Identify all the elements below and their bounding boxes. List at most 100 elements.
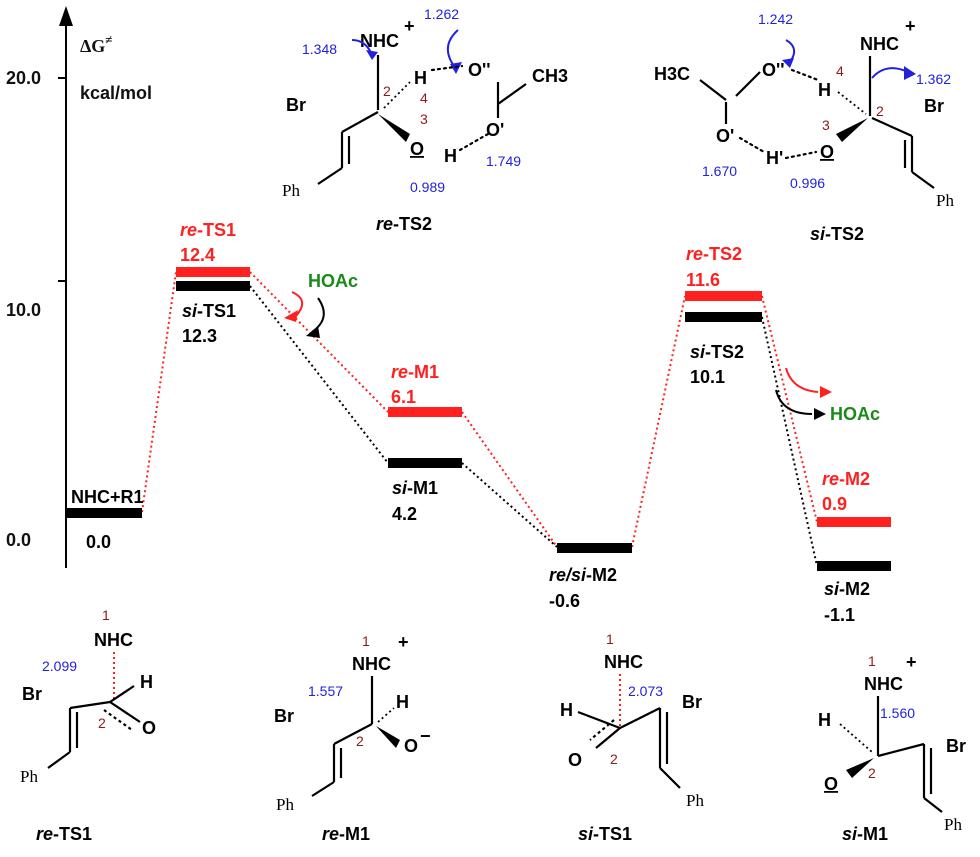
atom-br: Br (274, 706, 294, 726)
label-re-m2-name: re-M2 (822, 469, 870, 489)
level-si-m2 (817, 561, 891, 571)
dist-si-ts2-4: 0.996 (790, 175, 825, 191)
dist-si-ts1: 2.073 (628, 683, 663, 699)
dist-si-ts2-2: 1.362 (916, 71, 951, 87)
atom-o: O (404, 736, 418, 756)
hoac-label-left: HOAc (308, 271, 358, 291)
connector-r1-re-ts1 (141, 271, 177, 513)
level-re-ts2 (685, 291, 762, 301)
index-3: 3 (822, 117, 830, 133)
index-1: 1 (606, 631, 614, 647)
atom-o-p: O' (716, 126, 734, 146)
atom-ph: Ph (944, 815, 962, 834)
label-r1-name: NHC+R1 (71, 487, 144, 507)
label-re-ts2-name: re-TS2 (686, 244, 742, 264)
atom-plus: + (398, 632, 409, 652)
atom-h: H (818, 80, 831, 100)
red-curved-arrow-icon (785, 367, 819, 393)
red-curved-arrow-icon (291, 291, 303, 317)
connector-si-ts2-si-m2 (761, 316, 818, 567)
tick-label-0: 0.0 (6, 530, 31, 550)
atom-o3: O (410, 139, 424, 159)
atom-h: H (414, 68, 427, 88)
atom-ph: Ph (276, 795, 294, 814)
hashed-bond (839, 723, 873, 753)
label-si-ts2-name: si-TS2 (690, 342, 744, 362)
atom-br: Br (682, 692, 702, 712)
level-re-m1 (388, 407, 462, 417)
atom-h: H (140, 672, 153, 692)
label-si-ts1-value: 12.3 (182, 326, 217, 346)
atom-ch3: CH3 (532, 66, 568, 86)
label-re-m1-value: 6.1 (391, 387, 416, 407)
label-si-m2-name: si-M2 (824, 579, 870, 599)
atom-nhc: NHC (360, 31, 399, 51)
atom-ph: Ph (936, 191, 954, 210)
structure-si-ts2: NHC + 1.242 1.362 H3C O'' O' H 4 2 3 O H… (654, 11, 954, 244)
caption-si-ts1: si-TS1 (578, 824, 632, 844)
dist-re-m1: 1.557 (308, 683, 343, 699)
hashed-bond (377, 707, 395, 723)
label-re-ts1-value: 12.4 (180, 245, 215, 265)
atom-h3c: H3C (654, 64, 690, 84)
partial-bond (589, 719, 615, 741)
atom-ph: Ph (20, 767, 38, 786)
atom-o: O (824, 774, 838, 794)
blue-arrowhead-icon (450, 62, 462, 74)
atom-nhc: NHC (864, 674, 903, 694)
atom-nhc: NHC (604, 652, 643, 672)
structure-si-m1: 1 NHC + 1.560 H O 2 Br Ph si-M1 (818, 652, 966, 844)
hoac-annotation-right: HOAc (775, 367, 880, 424)
level-re-ts1 (176, 267, 250, 277)
atom-nhc: NHC (860, 34, 899, 54)
caption-re-ts2: re-TS2 (376, 214, 432, 234)
wedge-bond (836, 118, 868, 142)
wedge-bond (846, 758, 874, 778)
connector-si-ts1-si-m1 (249, 285, 389, 464)
caption-re-m1: re-M1 (322, 824, 370, 844)
black-curved-arrow-icon (775, 389, 813, 415)
blue-curved-arrow-icon (447, 29, 459, 67)
atom-nhc: NHC (352, 654, 391, 674)
atom-o3: O (820, 142, 834, 162)
atom-h: H (818, 710, 831, 730)
dist-si-ts2-3: 1.670 (702, 163, 737, 179)
index-1: 1 (362, 633, 370, 649)
dist-re-ts2-4: 0.989 (410, 179, 445, 195)
label-re-ts2-value: 11.6 (686, 270, 720, 290)
level-re-m2 (817, 517, 891, 527)
atom-plus: + (404, 16, 415, 36)
tick-label-10: 10.0 (6, 300, 41, 320)
level-si-ts2 (685, 312, 762, 322)
hashed-bond (383, 81, 411, 109)
y-axis: 20.0 10.0 0.0 ΔG≠ kcal/mol (6, 6, 152, 568)
connector-re-m1-m2 (461, 411, 558, 548)
hoac-label-right: HOAc (830, 404, 880, 424)
tick-label-20: 20.0 (6, 68, 41, 88)
atom-br: Br (22, 684, 42, 704)
structure-si-ts1: 1 NHC 2.073 H O 2 Br Ph si-TS1 (560, 631, 704, 844)
label-si-m1-value: 4.2 (392, 504, 417, 524)
energy-levels (66, 267, 891, 571)
label-re-m2-value: 0.9 (822, 494, 847, 514)
level-si-m1 (388, 458, 462, 468)
label-si-ts1-name: si-TS1 (182, 301, 236, 321)
atom-o-p: O' (486, 120, 504, 140)
index-1: 1 (102, 607, 110, 623)
blue-arrowhead-icon (904, 66, 916, 80)
atom-h-bridge: H (444, 146, 457, 166)
atom-o-pp: O'' (468, 60, 491, 80)
structure-re-ts1: 1 NHC 2.099 Br H 2 O Ph re-TS1 (20, 607, 156, 844)
connector-m2-re-ts2 (631, 295, 686, 548)
level-labels: NHC+R1 0.0 re-TS1 12.4 si-TS1 12.3 re-M1… (71, 220, 870, 625)
axis-title-delta-g: ΔG≠ (80, 32, 112, 56)
label-si-ts2-value: 10.1 (690, 367, 725, 387)
atom-nhc: NHC (94, 630, 133, 650)
level-si-ts1 (176, 281, 250, 291)
atom-plus: + (905, 16, 916, 36)
red-arrowhead-icon (284, 310, 298, 322)
blue-arrowhead-icon (366, 50, 378, 60)
atom-br: Br (924, 96, 944, 116)
atom-o-pp: O'' (762, 60, 785, 80)
